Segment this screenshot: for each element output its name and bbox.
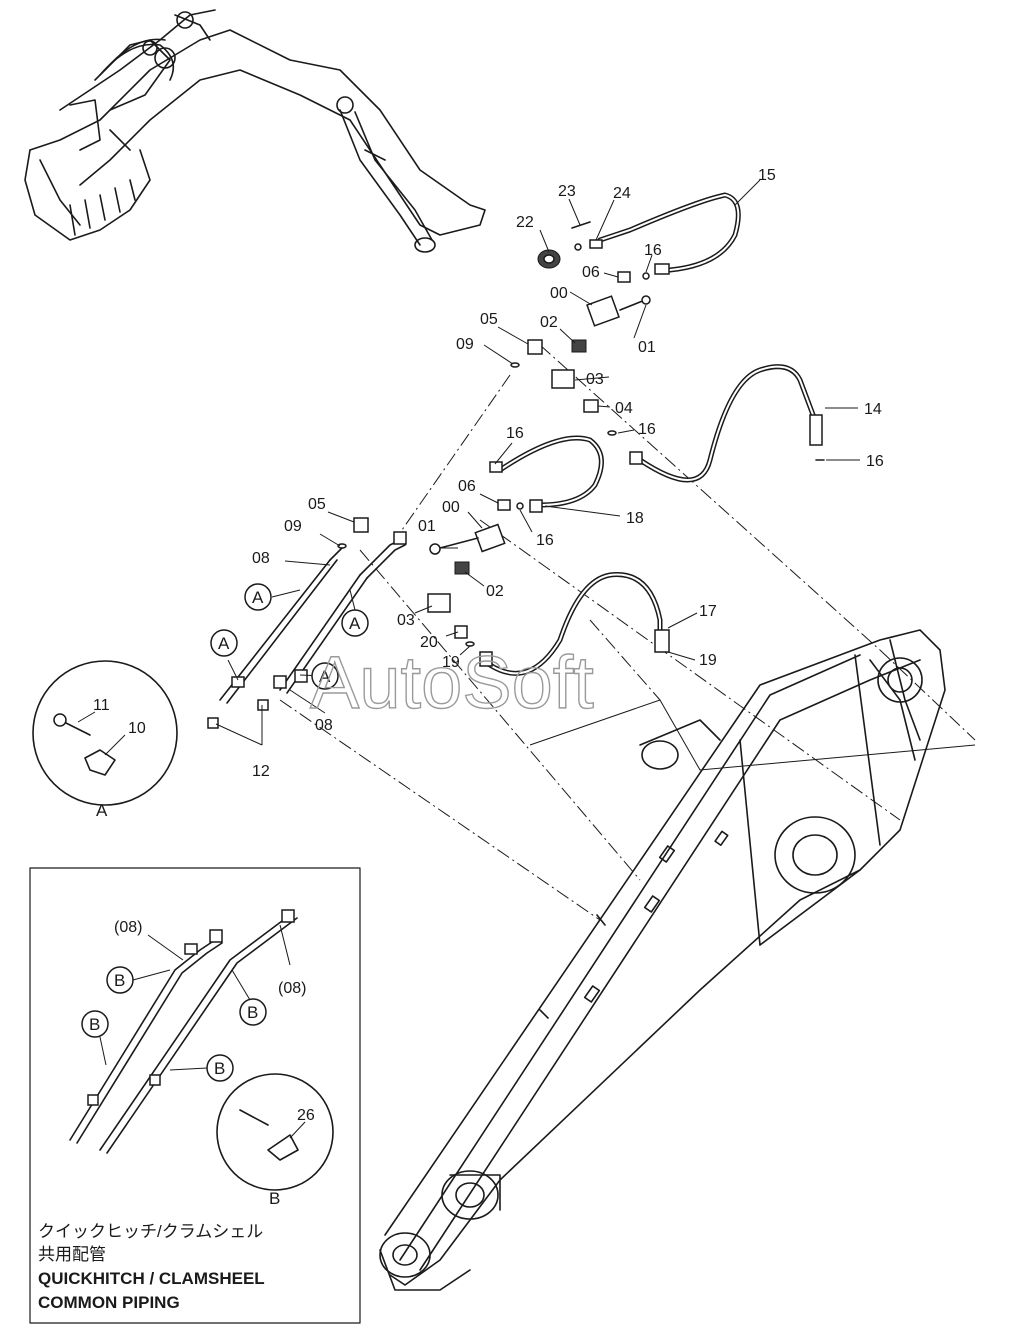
label-05b: 05	[308, 496, 326, 513]
label-03a: 03	[586, 371, 604, 388]
arm-bucket-thumbnail	[24, 9, 486, 253]
label-02a: 02	[540, 314, 558, 331]
hoses	[487, 192, 818, 676]
inset-callout-b-1: B	[114, 971, 125, 990]
label-10: 10	[128, 720, 146, 737]
label-08d: (08)	[278, 980, 306, 997]
label-16c: 16	[866, 453, 884, 470]
watermark: AutoSoft	[310, 641, 594, 724]
inset-caption-en-1: QUICKHITCH / CLAMSHEEL	[38, 1269, 265, 1288]
inset-box	[29, 867, 361, 1324]
label-16e: 16	[536, 532, 554, 549]
label-15: 15	[758, 167, 776, 184]
label-01b: 01	[418, 518, 436, 535]
detail-b-label: B	[269, 1189, 280, 1208]
label-16a: 16	[644, 242, 662, 259]
inset-caption-en-2: COMMON PIPING	[38, 1293, 180, 1312]
label-11: 11	[93, 697, 110, 714]
label-24: 24	[613, 185, 631, 202]
inset-callout-b-3: B	[89, 1015, 100, 1034]
label-14: 14	[864, 401, 882, 418]
label-26: 26	[297, 1107, 315, 1124]
label-02b: 02	[486, 583, 504, 600]
label-06b: 06	[458, 478, 476, 495]
callout-a-4: A	[319, 667, 331, 686]
label-19b: 19	[699, 652, 717, 669]
inset-callout-b-4: B	[214, 1059, 225, 1078]
label-00b: 00	[442, 499, 460, 516]
fittings	[207, 221, 825, 729]
label-16d: 16	[506, 425, 524, 442]
detail-a-label: A	[96, 801, 108, 820]
label-18: 18	[626, 510, 644, 527]
inset-callout-b-2: B	[247, 1003, 258, 1022]
label-05a: 05	[480, 311, 498, 328]
callout-a-2: A	[349, 614, 361, 633]
callout-a-3: A	[218, 634, 230, 653]
label-08c: (08)	[114, 919, 142, 936]
inset-caption-jp-2: 共用配管	[38, 1245, 106, 1264]
inset-caption-jp-1: クイックヒッチ/クラムシェル	[38, 1222, 263, 1241]
label-09a: 09	[456, 336, 474, 353]
label-08b: 08	[315, 717, 333, 734]
label-23: 23	[558, 183, 576, 200]
detail-a	[32, 660, 178, 806]
label-22: 22	[516, 214, 534, 231]
label-09b: 09	[284, 518, 302, 535]
label-01a: 01	[638, 339, 656, 356]
label-06a: 06	[582, 264, 600, 281]
reference-lines	[279, 344, 976, 921]
label-19a: 19	[442, 654, 460, 671]
label-20: 20	[420, 634, 438, 651]
label-08a: 08	[252, 550, 270, 567]
leader-lines	[215, 179, 860, 746]
label-04: 04	[615, 400, 633, 417]
callout-a-markers	[210, 583, 369, 690]
label-00a: 00	[550, 285, 568, 302]
label-12: 12	[252, 763, 270, 780]
label-03b: 03	[397, 612, 415, 629]
label-16b: 16	[638, 421, 656, 438]
boom-assembly	[379, 629, 946, 1291]
label-17: 17	[699, 603, 717, 620]
callout-a-1: A	[252, 588, 264, 607]
